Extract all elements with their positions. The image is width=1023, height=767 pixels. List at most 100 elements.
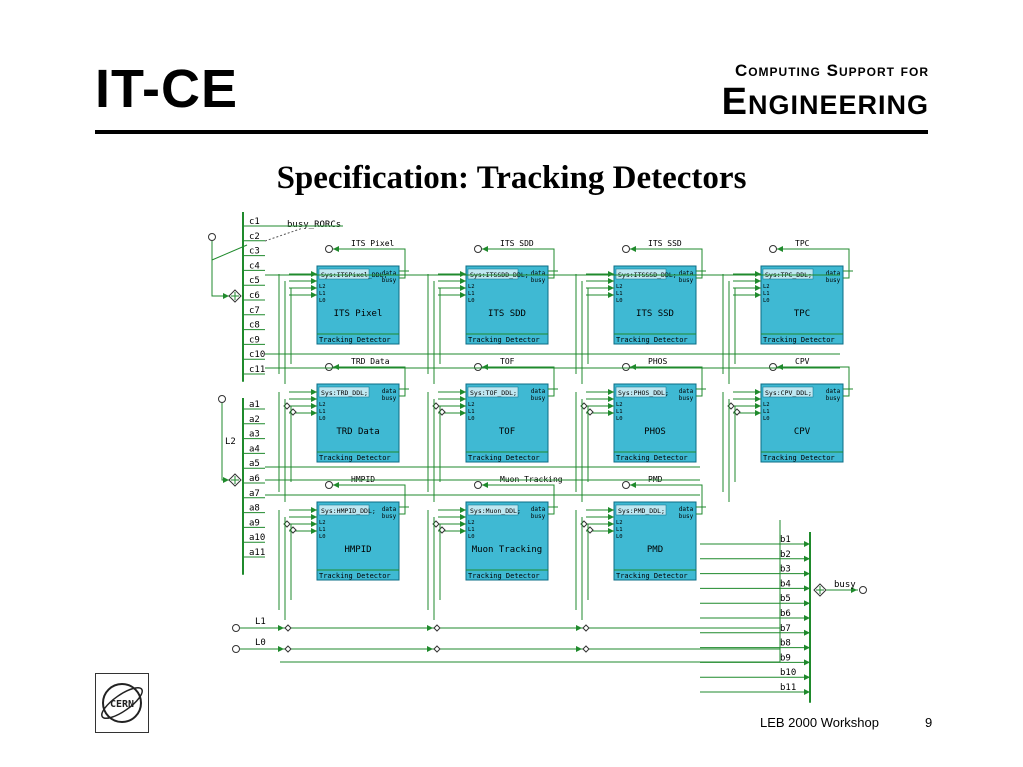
arrow-mark bbox=[608, 403, 614, 409]
c-bus-label-c11: c11 bbox=[249, 365, 265, 375]
engineering-logo-line1: Computing Support for bbox=[734, 61, 929, 80]
detector-name-11: PMD bbox=[647, 545, 663, 555]
detector-ddl-field-1 bbox=[318, 268, 370, 280]
arrow-mark bbox=[804, 615, 810, 621]
split-node bbox=[284, 624, 292, 632]
arrow-mark bbox=[311, 521, 317, 527]
detector-busy-feedback bbox=[839, 248, 850, 279]
arrow-mark bbox=[804, 570, 810, 577]
c-bus-label-c2: c2 bbox=[249, 232, 260, 242]
header-rule bbox=[95, 130, 928, 134]
detector-busy-port-1: busy bbox=[382, 277, 397, 284]
detector-port-l0-9: L0 bbox=[319, 534, 326, 540]
detector-busy-feedback bbox=[692, 248, 703, 279]
detector-busy-feedback bbox=[692, 484, 703, 515]
c-bus-input-terminal bbox=[208, 233, 216, 241]
arrow-mark bbox=[755, 278, 761, 284]
a-bus-label-a11: a11 bbox=[249, 548, 265, 558]
arrow-mark bbox=[755, 271, 761, 277]
detector-port-l2-6: L2 bbox=[468, 402, 475, 408]
detector-busy-port-6: busy bbox=[531, 395, 546, 402]
detector-port-l2-11: L2 bbox=[616, 520, 623, 526]
arrow-mark bbox=[278, 646, 284, 652]
detector-port-l1-4: L1 bbox=[763, 291, 770, 297]
arrow-mark bbox=[804, 600, 810, 607]
detector-output-terminal-1 bbox=[325, 245, 333, 253]
cern-logo-graphic: CERN bbox=[101, 683, 143, 723]
arrow-mark bbox=[311, 403, 317, 409]
arrow-mark bbox=[804, 629, 810, 636]
arrow-mark bbox=[427, 625, 433, 631]
arrow-mark bbox=[608, 521, 614, 527]
detector-port-l2-8: L2 bbox=[763, 402, 770, 408]
a-bus-label-a5: a5 bbox=[249, 459, 260, 469]
detector-name-7: PHOS bbox=[644, 427, 666, 437]
arrow-mark bbox=[460, 403, 466, 409]
arrow-mark bbox=[460, 507, 466, 513]
detector-ddl-field-8 bbox=[762, 386, 814, 398]
detector-ddl-field-5 bbox=[318, 386, 370, 398]
detector-ddl-field-10 bbox=[467, 504, 519, 516]
c-bus-label-c8: c8 bbox=[249, 321, 260, 331]
detector-footer-10: Tracking Detector bbox=[468, 572, 540, 580]
arrow-mark bbox=[608, 278, 614, 284]
c-bus-label-c10: c10 bbox=[249, 350, 265, 360]
detector-port-l2-10: L2 bbox=[468, 520, 475, 526]
detector-output-terminal-4 bbox=[769, 245, 777, 253]
detector-name-9: HMPID bbox=[344, 545, 371, 555]
detector-busy-feedback bbox=[395, 366, 406, 397]
detector-footer-2: Tracking Detector bbox=[468, 336, 540, 344]
detector-name-8: CPV bbox=[794, 427, 811, 437]
engineering-logo: Computing Support for Engineering bbox=[722, 62, 929, 121]
split-node bbox=[433, 624, 441, 632]
a-bus-label-a2: a2 bbox=[249, 415, 260, 425]
b-bus-output-label: busy bbox=[834, 580, 856, 590]
detector-ddl-label-5: Sys:TRD_DDL; bbox=[321, 389, 368, 397]
b-bus-label-b8: b8 bbox=[780, 639, 791, 649]
b-bus-label-b1: b1 bbox=[780, 535, 791, 545]
detector-output-terminal-5 bbox=[325, 363, 333, 371]
arrow-mark bbox=[755, 389, 761, 395]
detector-output-label-1: ITS Pixel bbox=[351, 239, 395, 248]
split-node bbox=[433, 645, 441, 653]
detector-port-l1-3: L1 bbox=[616, 291, 623, 297]
detector-ddl-field-4 bbox=[762, 268, 814, 280]
c-bus-input-wire bbox=[211, 241, 229, 297]
arrow-mark bbox=[804, 555, 810, 562]
arrow-mark bbox=[576, 646, 582, 652]
arrow-mark bbox=[311, 528, 317, 534]
detector-port-l2-4: L2 bbox=[763, 284, 770, 290]
detector-output-label-3: ITS SSD bbox=[648, 239, 682, 248]
arrow-mark bbox=[755, 410, 761, 416]
detector-footer-5: Tracking Detector bbox=[319, 454, 391, 462]
detector-output-terminal-8 bbox=[769, 363, 777, 371]
detector-output-label-5: TRD Data bbox=[351, 357, 390, 366]
detector-output-label-8: CPV bbox=[795, 357, 810, 366]
b-bus-label-b3: b3 bbox=[780, 565, 791, 575]
a-bus-label-a1: a1 bbox=[249, 400, 260, 410]
c-bus-label-c3: c3 bbox=[249, 247, 260, 257]
arrow-mark bbox=[755, 285, 761, 291]
arrow-mark bbox=[460, 389, 466, 395]
detector-footer-7: Tracking Detector bbox=[616, 454, 688, 462]
detector-data-port-4: data bbox=[826, 270, 841, 277]
detector-output-terminal-2 bbox=[474, 245, 482, 253]
detector-busy-port-2: busy bbox=[531, 277, 546, 284]
detector-data-port-1: data bbox=[382, 270, 397, 277]
arrow-mark bbox=[460, 292, 466, 298]
detector-footer-8: Tracking Detector bbox=[763, 454, 835, 462]
detector-busy-port-11: busy bbox=[679, 513, 694, 520]
a-bus-label-a7: a7 bbox=[249, 489, 260, 499]
detector-output-terminal-11 bbox=[622, 481, 630, 489]
b-bus-label-b4: b4 bbox=[780, 579, 791, 589]
arrow-mark bbox=[608, 410, 614, 416]
arrow-mark bbox=[460, 528, 466, 534]
engineering-logo-line2: Engineering bbox=[721, 81, 929, 123]
detector-data-port-8: data bbox=[826, 388, 841, 395]
detector-busy-port-9: busy bbox=[382, 513, 397, 520]
detector-output-terminal-6 bbox=[474, 363, 482, 371]
arrow-mark bbox=[608, 389, 614, 395]
arrow-mark bbox=[608, 396, 614, 402]
arrow-mark bbox=[311, 507, 317, 513]
detector-port-l1-6: L1 bbox=[468, 409, 475, 415]
